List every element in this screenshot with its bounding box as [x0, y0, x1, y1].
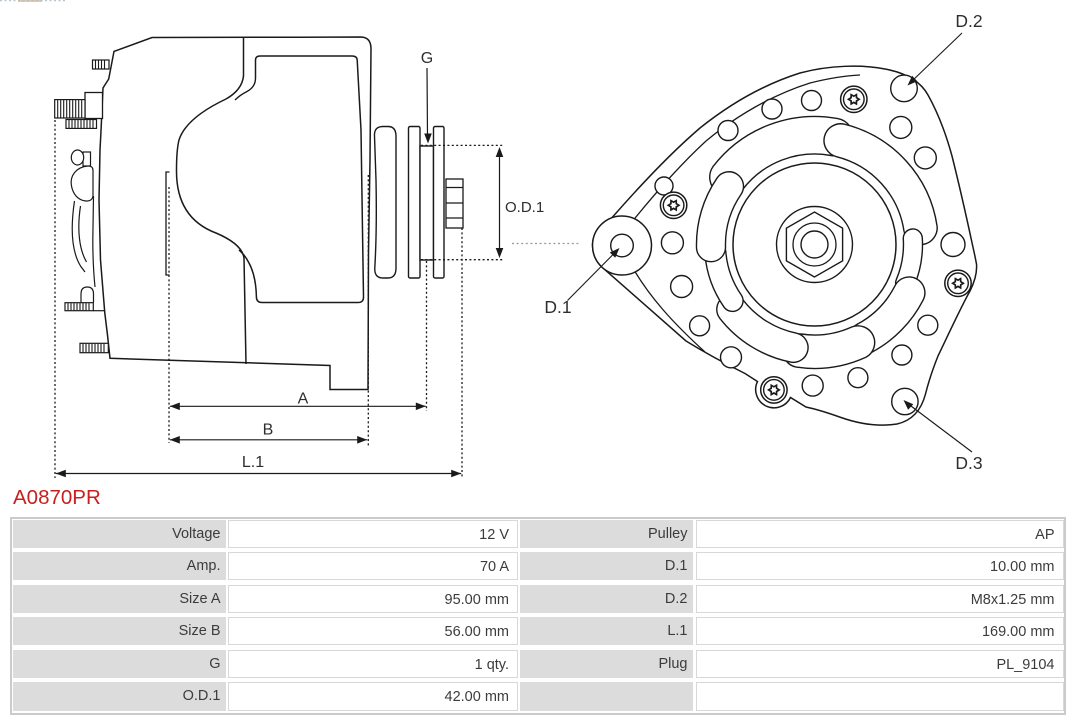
- svg-text:L.1: L.1: [242, 454, 264, 471]
- svg-text:B: B: [263, 422, 274, 439]
- svg-text:D.1: D.1: [544, 297, 571, 317]
- svg-text:O.D.1: O.D.1: [505, 199, 544, 216]
- svg-text:A: A: [298, 391, 309, 408]
- svg-text:D.2: D.2: [955, 11, 982, 31]
- svg-text:D.3: D.3: [955, 453, 982, 473]
- svg-text:G: G: [421, 50, 433, 67]
